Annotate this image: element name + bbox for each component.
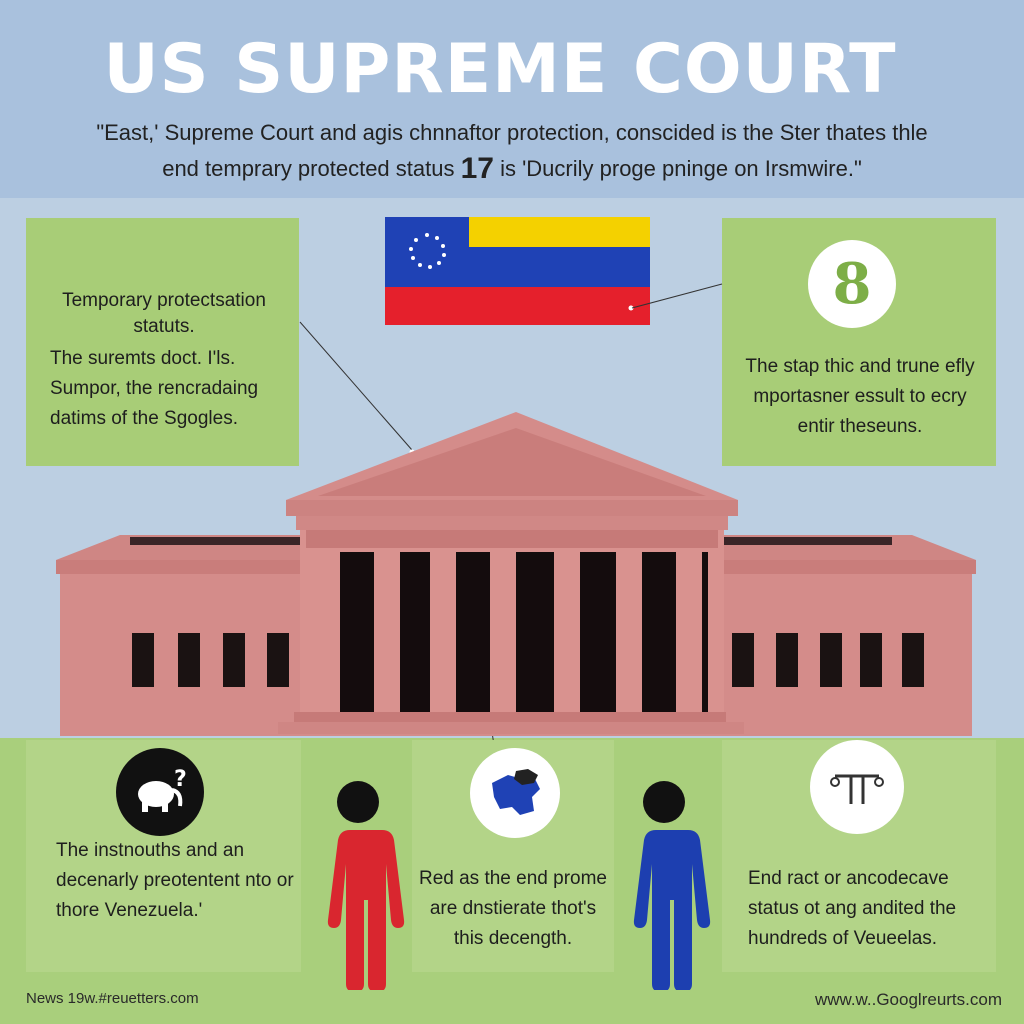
svg-text:?: ? — [174, 767, 187, 792]
page-title: US SUPREME COURT — [103, 30, 897, 109]
info-card-bottom-right: End ract or ancodecave status ot ang and… — [722, 740, 996, 972]
scale-glyph — [830, 774, 884, 804]
subtitle-line-2-text-a: end temprary protected status — [162, 156, 455, 181]
venezuela-map-icon — [470, 748, 560, 838]
number-badge: 8 — [808, 240, 896, 328]
card-body: The suremts doct. I'ls. Sumpor, the renc… — [50, 348, 259, 429]
person-figure-blue — [633, 781, 711, 990]
info-card-top-left: Temporary protectsation statuts. The sur… — [26, 218, 299, 466]
footer-source-right: www.w..Googlreurts.com — [814, 990, 1002, 1009]
person-figure-red — [327, 781, 405, 990]
header-band — [0, 0, 1024, 198]
supreme-court-building — [56, 412, 976, 736]
card-body: End ract or ancodecave status ot ang and… — [748, 868, 957, 949]
map-icon — [492, 769, 540, 815]
elephant-icon: ? — [138, 767, 187, 812]
subtitle-line-2: end temprary protected status 17 is 'Duc… — [40, 152, 984, 186]
scale-icon — [810, 740, 904, 834]
venezuela-flag — [385, 217, 650, 325]
card-body: The instnouths and an decenarly preotent… — [56, 840, 294, 921]
footer-source-left: News 19w.#reuetters.com — [26, 990, 199, 1007]
card-body: The stap thic and trune efly mportasner … — [745, 356, 975, 437]
subtitle-number: 17 — [460, 152, 494, 185]
subtitle-line-1: "East,' Supreme Court and agis chnnaftor… — [96, 120, 928, 145]
elephant-question-icon: ? — [116, 748, 204, 836]
subtitle-line-2-text-b: is 'Ducrily proge pninge on Irsmwire." — [500, 156, 862, 181]
card-heading: Temporary protectsation statuts. — [62, 290, 266, 337]
card-body: Red as the end prome are dnstierate thot… — [418, 868, 607, 949]
